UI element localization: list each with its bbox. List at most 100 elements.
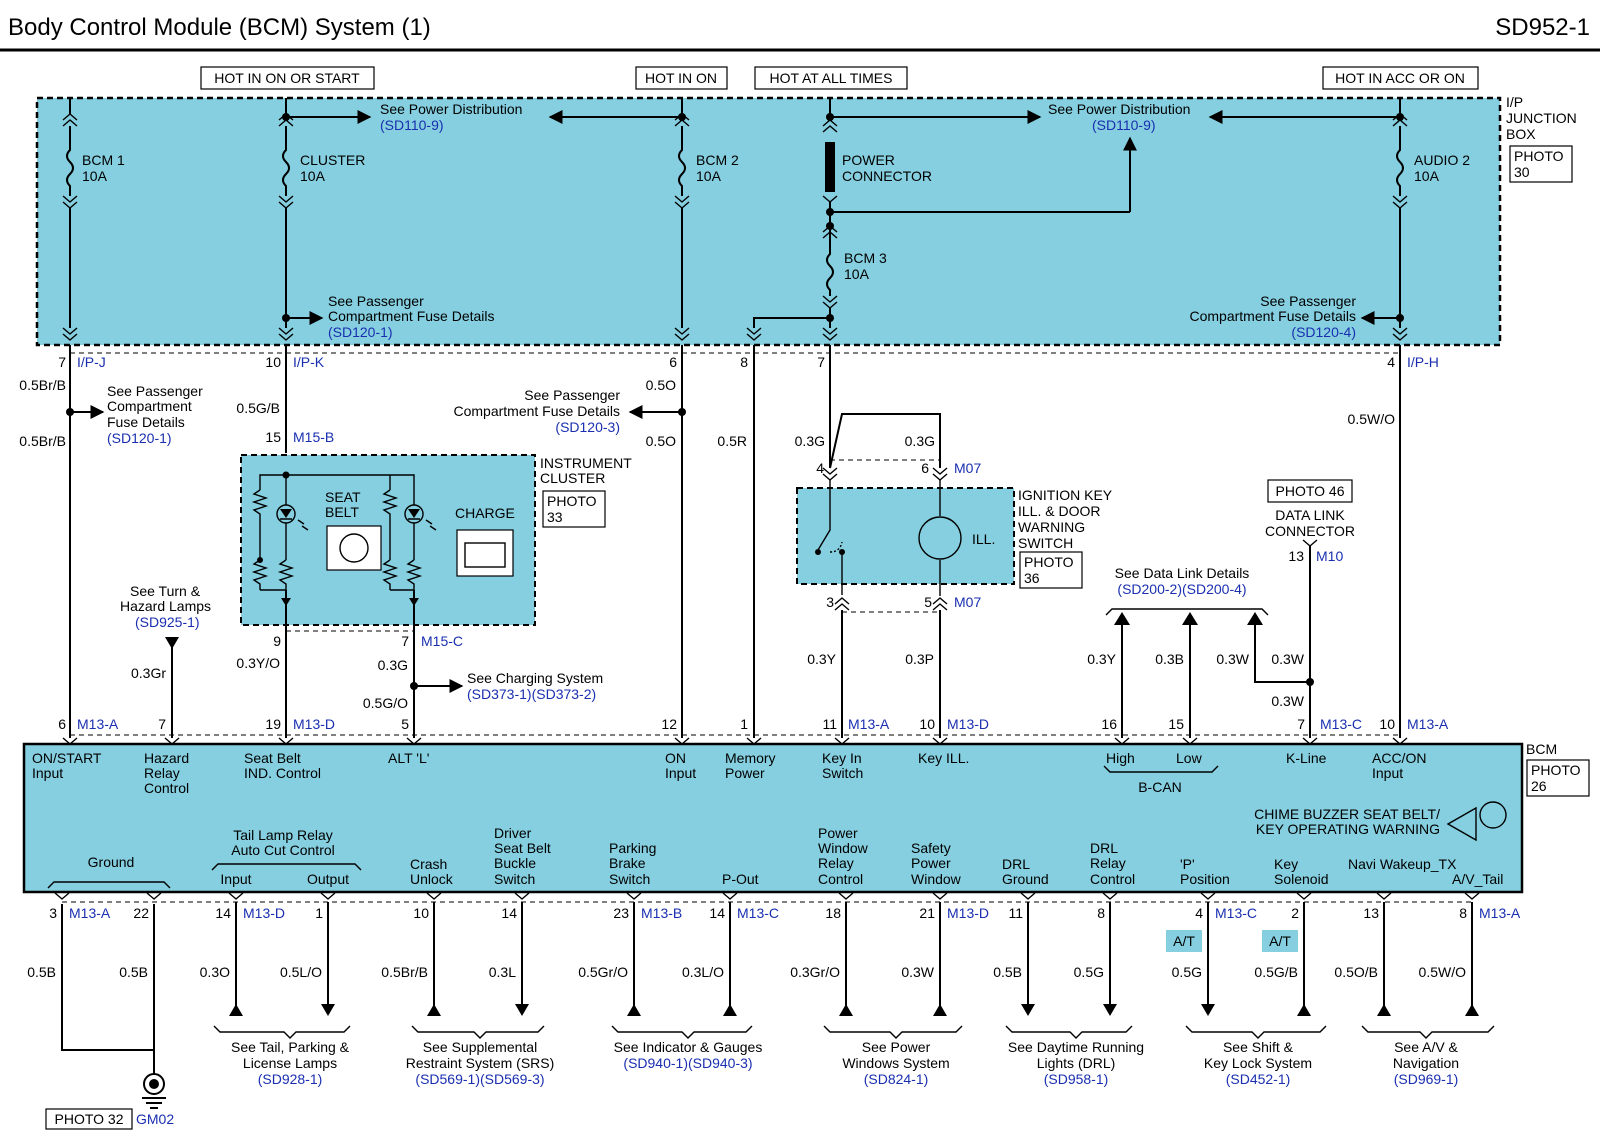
cluster-title-1: INSTRUMENT (540, 455, 632, 471)
ign-title-3: WARNING (1018, 519, 1085, 535)
ref-brace (611, 1025, 753, 1039)
jb-pins: 7 I/P-J 10 I/P-K 6 8 7 4 I/P-H (58, 352, 1439, 370)
bcm-pin: 19 (265, 716, 281, 732)
bcm-conn: M13-A (77, 716, 119, 732)
bcm-top-label: ON (665, 750, 686, 766)
ref-text: Windows System (842, 1055, 949, 1071)
pwrc-1: Power (818, 825, 858, 841)
jb-pin: 10 (265, 354, 281, 370)
wire-arrow (1465, 1004, 1479, 1016)
crash-2: Unlock (410, 871, 454, 887)
spw-3: Window (911, 871, 962, 887)
turn-ref: (SD925-1) (135, 614, 200, 630)
wire-label: 0.3P (905, 651, 934, 667)
fuse-bcm3-amp: 10A (844, 266, 870, 282)
pcfd-mid-ref: (SD120-3) (555, 419, 620, 435)
fuse-bcm1-amp: 10A (82, 168, 108, 184)
pin-mark (722, 892, 738, 900)
pcfd-left-1: See Passenger (107, 383, 203, 399)
jb-pin: 6 (669, 354, 677, 370)
bcm-bottom-pin: 1 (315, 905, 323, 921)
junction-box: I/P JUNCTION BOX PHOTO 30 (35, 94, 1577, 347)
ground-photo: PHOTO 32 (55, 1111, 124, 1127)
bottom-references: See Tail, Parking &License Lamps(SD928-1… (213, 1025, 1495, 1087)
bcm-top-label: ACC/ON (1372, 750, 1426, 766)
parking-2: Brake (609, 855, 646, 871)
wire-arrow (723, 1004, 737, 1016)
ign-pin5: 5 (924, 594, 932, 610)
bcm-photo-2: 26 (1531, 778, 1547, 794)
wire-arrow (229, 1004, 243, 1016)
bcm-bottom-pin: 21 (919, 905, 935, 921)
jb-label-1: I/P (1506, 94, 1523, 110)
ign-ill: ILL. (972, 531, 995, 547)
bcm-top-label: ON/START (32, 750, 102, 766)
jb-label-3: BOX (1506, 126, 1536, 142)
driver-2: Seat Belt (494, 840, 551, 856)
bcm-conn: M13-A (848, 716, 890, 732)
ign-pin3: 3 (826, 594, 834, 610)
cluster-conn7: M15-C (421, 633, 463, 649)
ign-photo-1: PHOTO (1024, 554, 1074, 570)
hot-labels: HOT IN ON OR START HOT IN ON HOT AT ALL … (200, 66, 1479, 90)
wire-label: 0.3W (1271, 651, 1304, 667)
battery-icon (464, 542, 506, 568)
pcfd-left-ref: (SD120-1) (107, 430, 172, 446)
ign-title-2: ILL. & DOOR (1018, 503, 1100, 519)
pcfd1-line1: See Passenger (328, 293, 424, 309)
ground-conn: GM02 (136, 1111, 174, 1127)
wire-label: 0.3Gr (131, 665, 166, 681)
wire-label: 0.5R (717, 433, 747, 449)
header: Body Control Module (BCM) System (1) SD9… (0, 14, 1600, 52)
tail-label-1: Tail Lamp Relay (233, 827, 333, 843)
drlr-1: DRL (1090, 840, 1118, 856)
buzzer-icon (1446, 806, 1477, 842)
wire-label: 0.3L (489, 964, 516, 980)
bcm-top-label: Seat Belt (244, 750, 301, 766)
hot-label-on: HOT IN ON (645, 70, 717, 86)
bcm-pin: 12 (661, 716, 677, 732)
mid-wires: See Turn & Hazard Lamps (SD925-1) 0.3Gr … (120, 583, 603, 738)
ground-symbol: PHOTO 32 GM02 (45, 904, 174, 1130)
pin-mark (514, 892, 530, 900)
wire-label: 0.5G/B (1254, 964, 1298, 980)
bcm-bottom-pin: 13 (1363, 905, 1379, 921)
ref-code: (SD940-1)(SD940-3) (623, 1055, 752, 1071)
wire-arrow (627, 1004, 641, 1016)
input-label: Input (220, 871, 251, 887)
jb-pin: 4 (1387, 354, 1395, 370)
drlg-1: DRL (1002, 856, 1030, 872)
bcm-top-label: Key ILL. (918, 750, 969, 766)
fuse-bcm2-name: BCM 2 (696, 152, 739, 168)
bcm-top-label: IND. Control (244, 765, 321, 781)
output-label: Output (307, 871, 349, 887)
pcfd1-line2: Compartment Fuse Details (328, 308, 495, 324)
ref-code: (SD452-1) (1226, 1071, 1291, 1087)
pin-mark (228, 892, 244, 900)
pin-mark (838, 892, 854, 900)
wire-label: 0.5O/B (1334, 964, 1378, 980)
pin-mark (1376, 892, 1392, 900)
pin-mark (320, 892, 336, 900)
pcfd-mid-2: Compartment Fuse Details (453, 403, 620, 419)
bcm-conn: M13-C (1320, 716, 1362, 732)
page-code: SD952-1 (1495, 14, 1590, 41)
keysol-2: Solenoid (1274, 871, 1329, 887)
ign-pin6: 6 (921, 460, 929, 476)
wire-label: 0.3Gr/O (790, 964, 840, 980)
ref-text: Lights (DRL) (1037, 1055, 1116, 1071)
bcm-label: BCM (1526, 741, 1557, 757)
wire-label: 0.3O (200, 964, 230, 980)
fuse-cluster-amp: 10A (300, 168, 326, 184)
jb-pin: 8 (740, 354, 748, 370)
dlc-pin13: 13 (1288, 548, 1304, 564)
pcfd-left-2: Compartment (107, 398, 192, 414)
wire-label: 0.5Br/B (381, 964, 428, 980)
bulb-icon (918, 516, 962, 560)
bcm-top-label: Control (144, 780, 189, 796)
pin-mark (426, 892, 442, 900)
cluster-photo-1: PHOTO (547, 493, 597, 509)
jb-pin: 7 (817, 354, 825, 370)
dlc-conn13: M10 (1316, 548, 1343, 564)
